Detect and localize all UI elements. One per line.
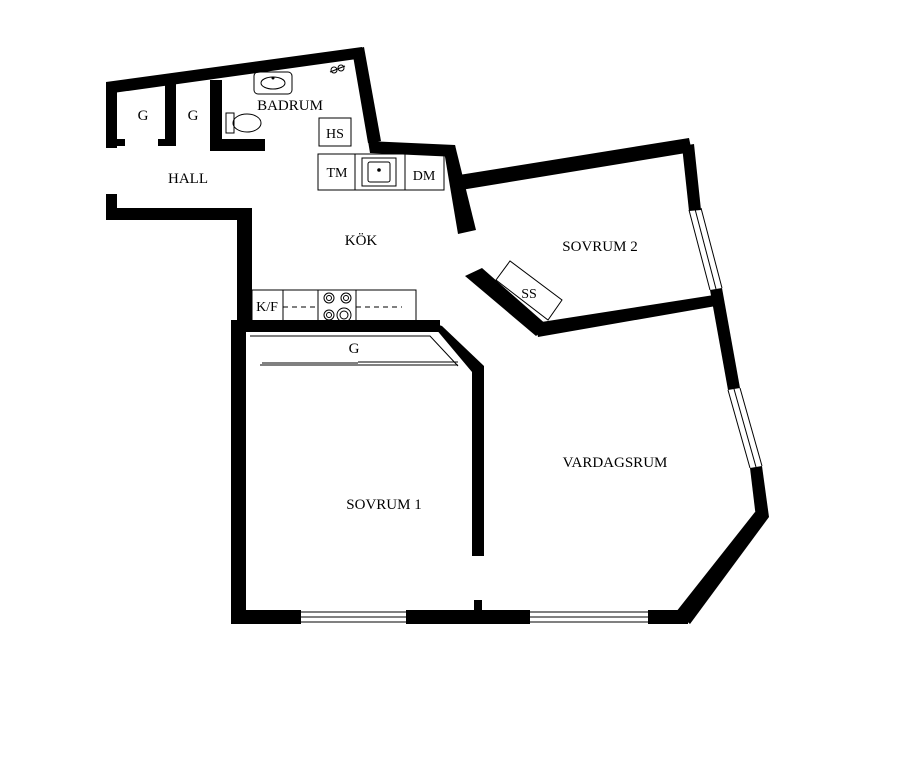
- windows: [301, 207, 763, 624]
- wall-kitchen-north-east: [368, 141, 457, 157]
- wall-east-mid: [710, 288, 740, 390]
- shower-icon: [329, 64, 346, 74]
- room-label-hall: HALL: [168, 171, 208, 187]
- wall-closet-divider-2: [210, 80, 222, 146]
- wall-closet-bottom-2: [158, 139, 176, 146]
- dm-label: DM: [413, 169, 436, 184]
- wall-corner-angled: [430, 322, 484, 372]
- wall-bedroom2-north: [459, 138, 692, 190]
- wall-south-3: [648, 610, 688, 624]
- room-label-sovrum1: SOVRUM 1: [346, 497, 421, 513]
- kitchen-counter-top: [317, 153, 445, 191]
- stove-icon: [323, 292, 352, 323]
- wall-living-southeast: [676, 512, 769, 624]
- wall-bedroom2-east: [682, 144, 701, 211]
- ss-label: SS: [521, 287, 537, 302]
- closet-label-left: G: [138, 108, 149, 124]
- labels: BADRUM HALL KÖK SOVRUM 2 VARDAGSRUM SOVR…: [138, 98, 668, 513]
- wall-closet-divider-1: [165, 84, 176, 146]
- wall-south-2: [406, 610, 530, 624]
- window-bedroom1-south: [301, 610, 406, 624]
- wall-top-north: [106, 47, 364, 94]
- walls: [106, 47, 769, 624]
- wall-bedroom1-east: [472, 366, 484, 556]
- wall-south-1: [231, 610, 301, 624]
- wall-closet-bottom-1: [117, 139, 125, 146]
- kitchen-sink-icon: [361, 157, 397, 187]
- wall-bedroom1-east-stub: [474, 600, 482, 614]
- closet-bedroom1: [250, 335, 459, 367]
- closet-label-bedroom: G: [349, 341, 360, 357]
- wall-hall-west-upper: [106, 84, 117, 148]
- window-living-east: [727, 387, 763, 469]
- hs-cabinet: [318, 117, 352, 147]
- window-living-south: [530, 610, 648, 624]
- hs-label: HS: [326, 127, 344, 142]
- wardrobe-ss: [495, 260, 563, 321]
- closet-label-right: G: [188, 108, 199, 124]
- room-label-sovrum2: SOVRUM 2: [562, 239, 637, 255]
- wall-hall-south: [106, 208, 252, 220]
- kitchen-counter-bottom: [251, 289, 417, 327]
- wall-kitchen-east: [443, 145, 476, 234]
- toilet-icon: [225, 112, 262, 134]
- fixtures: [225, 64, 563, 367]
- wall-bedroom2-west-angled: [465, 268, 548, 336]
- tm-label: TM: [327, 166, 349, 181]
- kf-label: K/F: [256, 300, 278, 315]
- room-label-vardagsrum: VARDAGSRUM: [563, 455, 668, 471]
- wall-bedroom1-west: [231, 320, 246, 624]
- wall-kitchen-west: [237, 208, 252, 330]
- wall-bedroom2-south: [535, 295, 716, 337]
- sink-icon: [253, 71, 293, 95]
- window-bedroom2-east: [688, 207, 723, 291]
- wall-hall-west-lower: [106, 194, 117, 220]
- wall-bath-east: [352, 47, 381, 143]
- room-label-badrum: BADRUM: [257, 98, 323, 114]
- wall-bath-south-stub: [210, 139, 265, 151]
- wall-living-east-lower: [750, 466, 769, 518]
- room-label-kok: KÖK: [345, 232, 378, 249]
